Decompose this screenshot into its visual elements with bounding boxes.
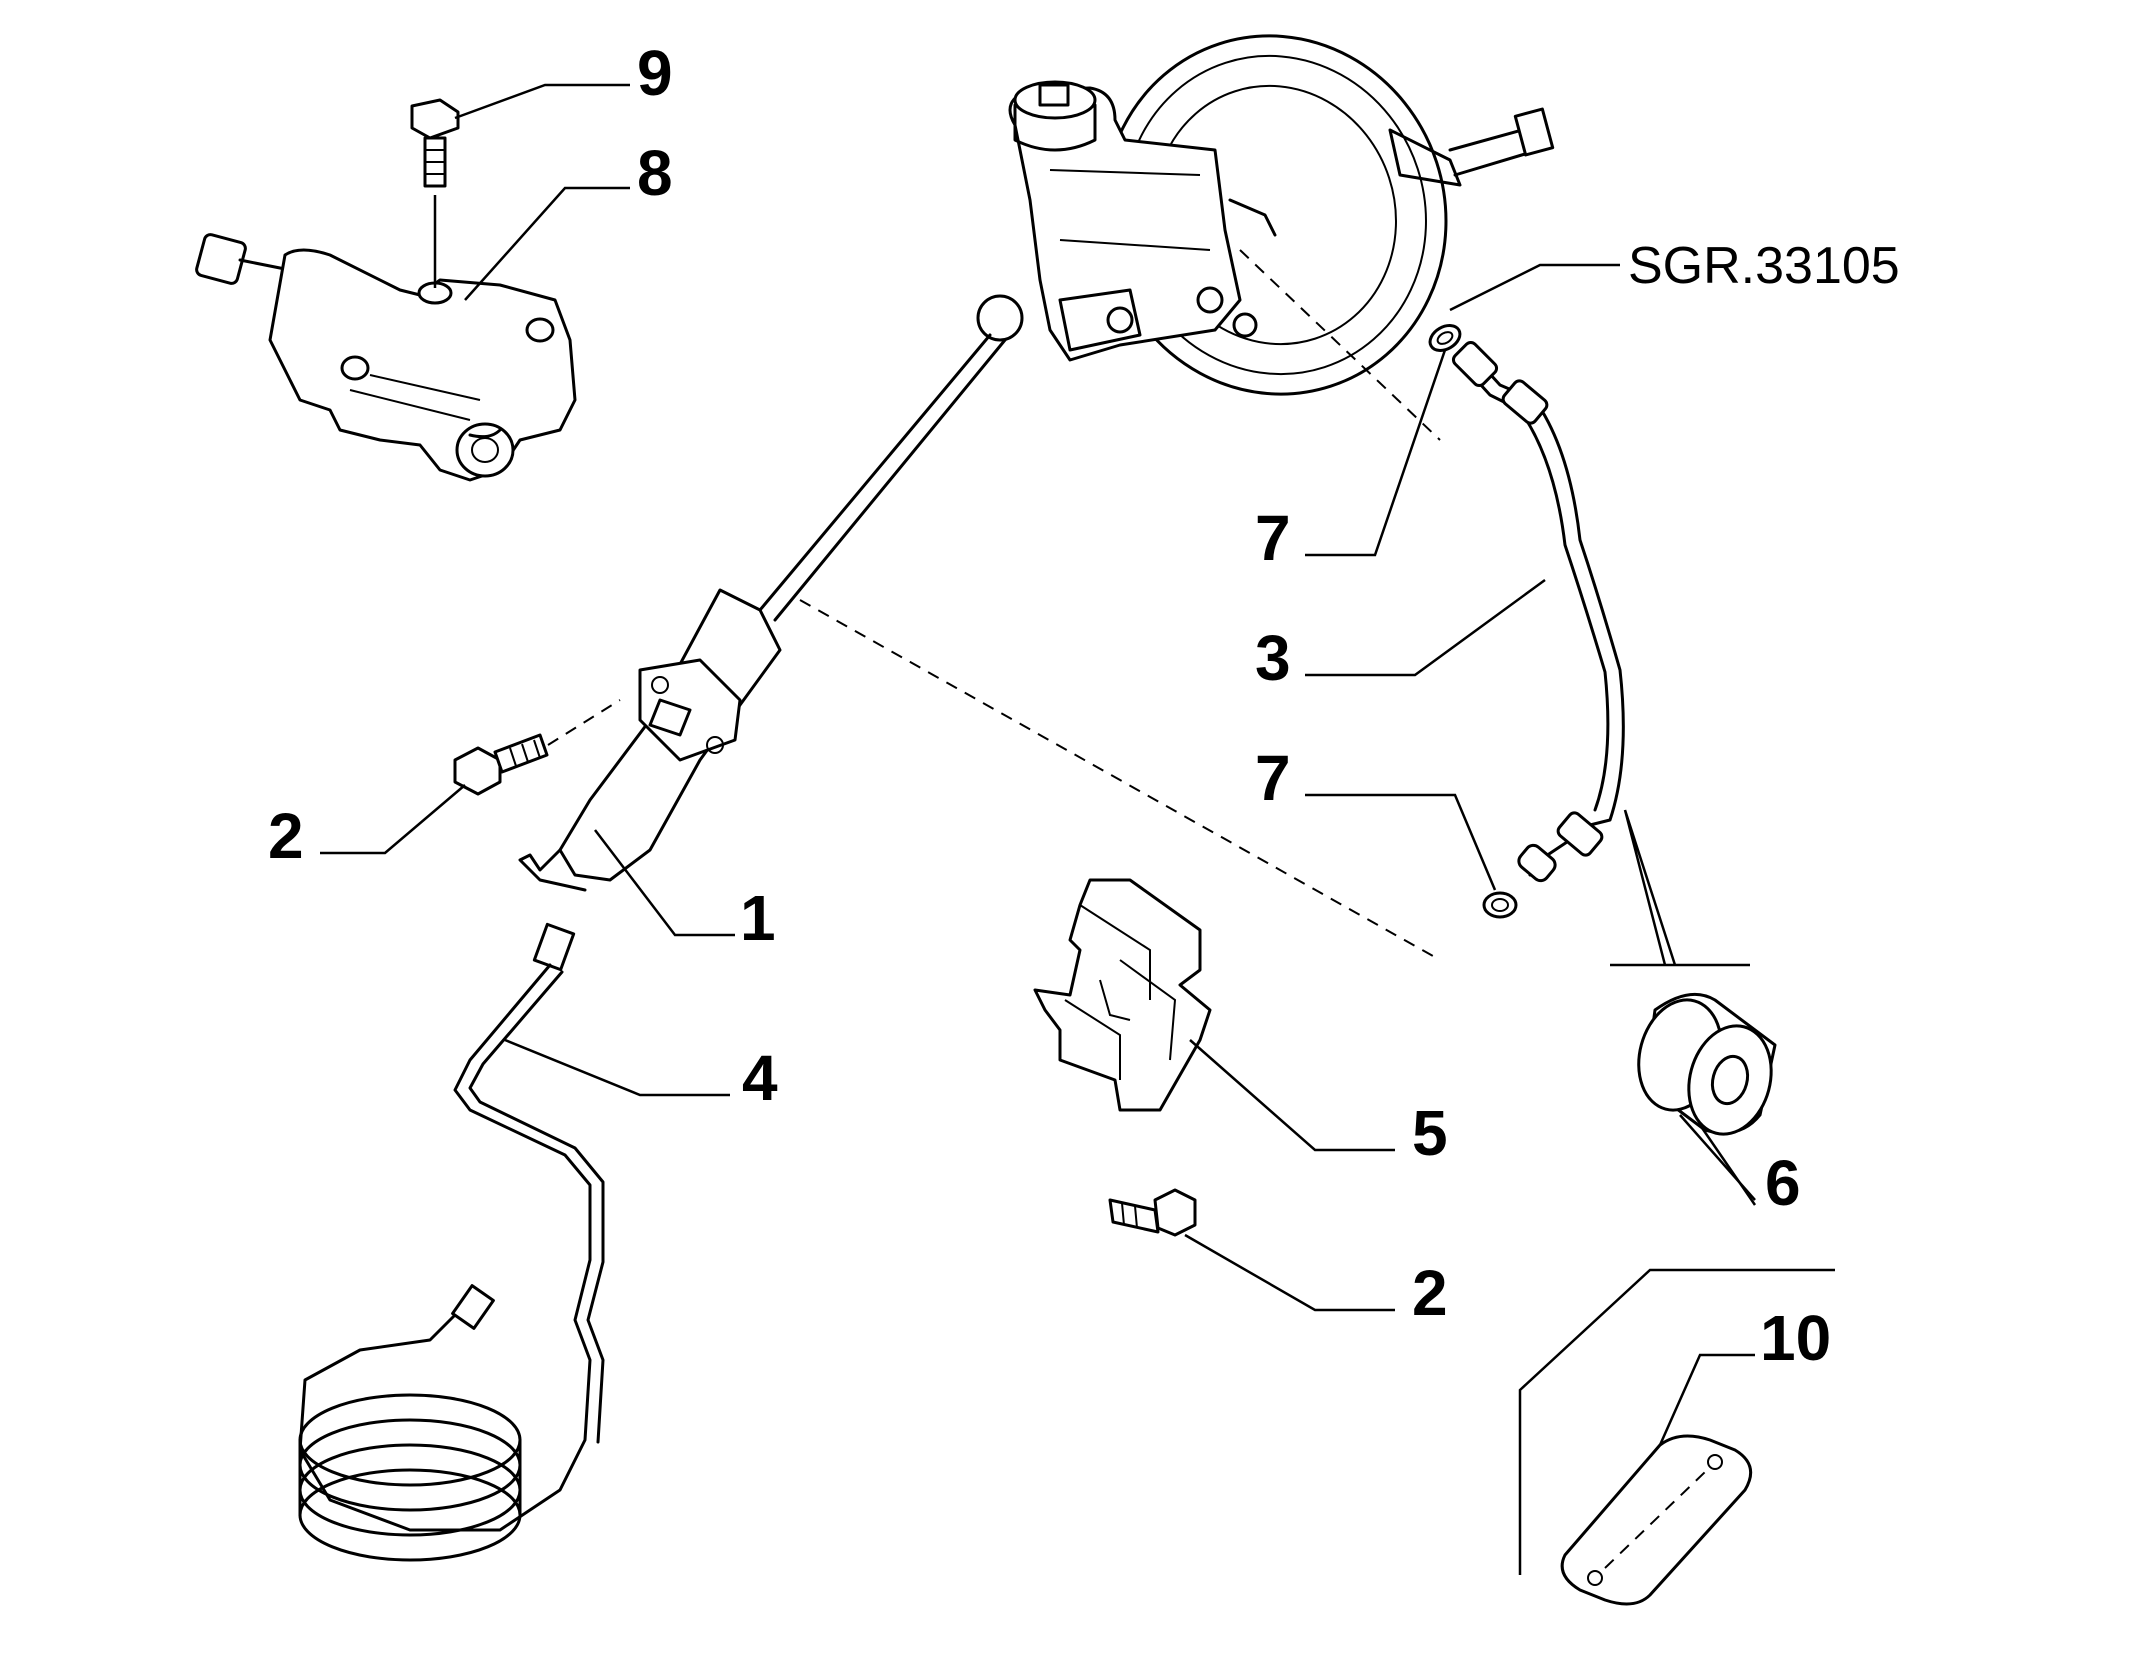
cover-gasket (1560, 1434, 1753, 1606)
callout-6: 6 (1765, 1147, 1801, 1219)
leader-5 (1189, 1039, 1395, 1152)
leader-8 (464, 186, 630, 301)
slave-cylinder (195, 233, 577, 482)
assembly-line-bolt (547, 699, 621, 746)
callout-4: 4 (742, 1042, 778, 1114)
callout-10: 10 (1760, 1302, 1831, 1374)
fluid-hose (1451, 340, 1625, 883)
bushing-pointer (1610, 809, 1750, 967)
leader-ref (1449, 263, 1620, 312)
gasket-frame (1518, 1268, 1835, 1575)
leader-3 (1305, 578, 1546, 677)
leader-1 (594, 829, 735, 937)
rubber-bushing (1637, 992, 1777, 1136)
callout-8: 8 (637, 137, 673, 209)
leader-2a (320, 784, 466, 855)
leader-10 (1658, 1353, 1755, 1446)
assembly-line-bracket (799, 599, 1441, 961)
callout-7-upper: 7 (1255, 502, 1291, 574)
callout-3: 3 (1255, 622, 1291, 694)
callout-9: 9 (637, 37, 673, 109)
mounting-bracket (1033, 878, 1212, 1112)
leader-9 (454, 83, 630, 120)
leader-2b (1184, 1233, 1395, 1312)
callout-2-left: 2 (268, 800, 304, 872)
callout-7-lower: 7 (1255, 742, 1291, 814)
clutch-master-cylinder (518, 294, 1024, 892)
assembly-line-pushrod (1239, 249, 1441, 441)
hose-clamp-upper (1428, 324, 1462, 352)
fluid-pipe-coiled (298, 922, 605, 1562)
leader-4 (504, 1038, 730, 1097)
callout-1: 1 (740, 882, 776, 954)
hose-clamp-lower (1482, 891, 1518, 919)
leader-7b (1305, 793, 1497, 891)
callout-2-right: 2 (1412, 1257, 1448, 1329)
master-cylinder (1008, 80, 1277, 362)
slave-cylinder-bolt (410, 98, 460, 288)
leader-7a (1305, 349, 1447, 557)
bolt-left (453, 733, 549, 796)
bolt-right (1108, 1188, 1197, 1237)
reference-code: SGR.33105 (1628, 237, 1900, 295)
leader-6b (1698, 1124, 1757, 1206)
callout-5: 5 (1412, 1097, 1448, 1169)
